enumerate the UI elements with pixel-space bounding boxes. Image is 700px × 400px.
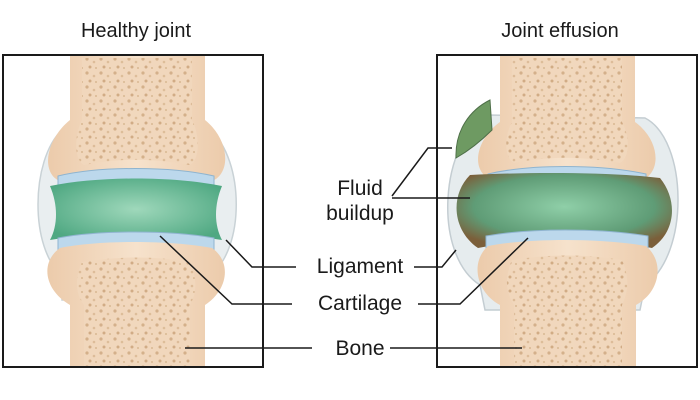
ligament-label: Ligament (285, 255, 435, 279)
healthy-joint-title: Healthy joint (16, 20, 256, 43)
synovial-fluid-left (50, 179, 222, 241)
fluid-buildup-label-line1: Fluid (285, 176, 435, 201)
joint-effusion-title: Joint effusion (440, 20, 680, 43)
fluid-buildup-label: Fluid buildup (285, 176, 435, 226)
effusion-joint-panel (448, 55, 678, 370)
fluid-buildup-label-line2: buildup (285, 201, 435, 226)
bone-label: Bone (285, 337, 435, 361)
healthy-joint-panel (38, 55, 236, 370)
cartilage-label: Cartilage (285, 292, 435, 316)
